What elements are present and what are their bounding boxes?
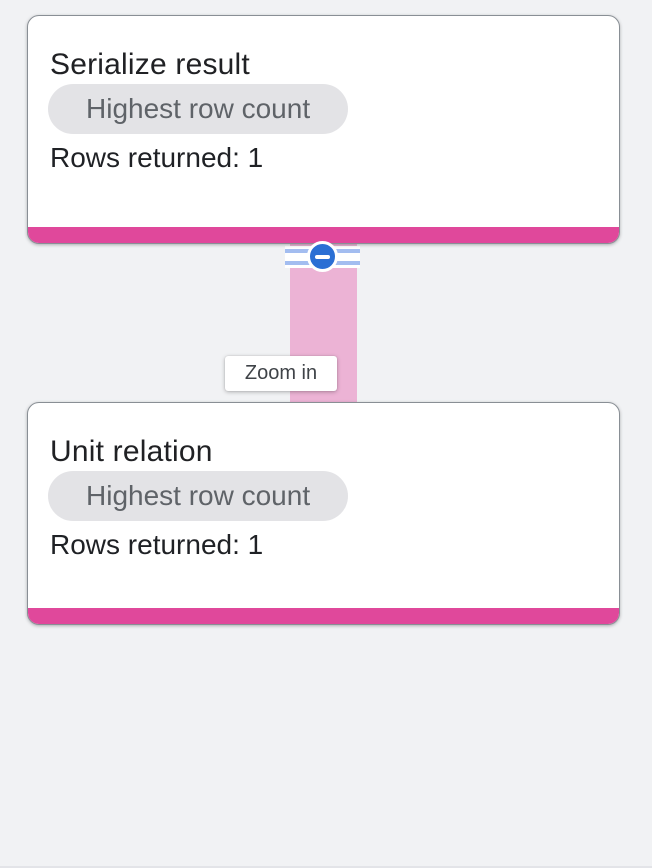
graph-node-unit-relation[interactable]: Unit relation Highest row count Rows ret…	[27, 402, 620, 625]
collapse-edge-button[interactable]	[307, 241, 338, 272]
rows-returned-label: Rows returned: 1	[50, 142, 264, 173]
graph-node-serialize-result[interactable]: Serialize result Highest row count Rows …	[27, 15, 620, 244]
node-cost-bar	[28, 608, 619, 624]
highest-row-count-badge: Highest row count	[48, 471, 349, 521]
rows-returned-label: Rows returned: 1	[50, 529, 264, 560]
node-title: Serialize result	[50, 48, 250, 81]
tooltip-label: Zoom in	[244, 362, 318, 384]
minus-icon	[315, 254, 330, 259]
zoom-in-tooltip: Zoom in	[225, 356, 337, 391]
node-title: Unit relation	[50, 435, 213, 468]
node-cost-bar	[28, 227, 619, 243]
viewport-bottom-edge	[0, 866, 652, 868]
highest-row-count-badge: Highest row count	[48, 84, 349, 134]
